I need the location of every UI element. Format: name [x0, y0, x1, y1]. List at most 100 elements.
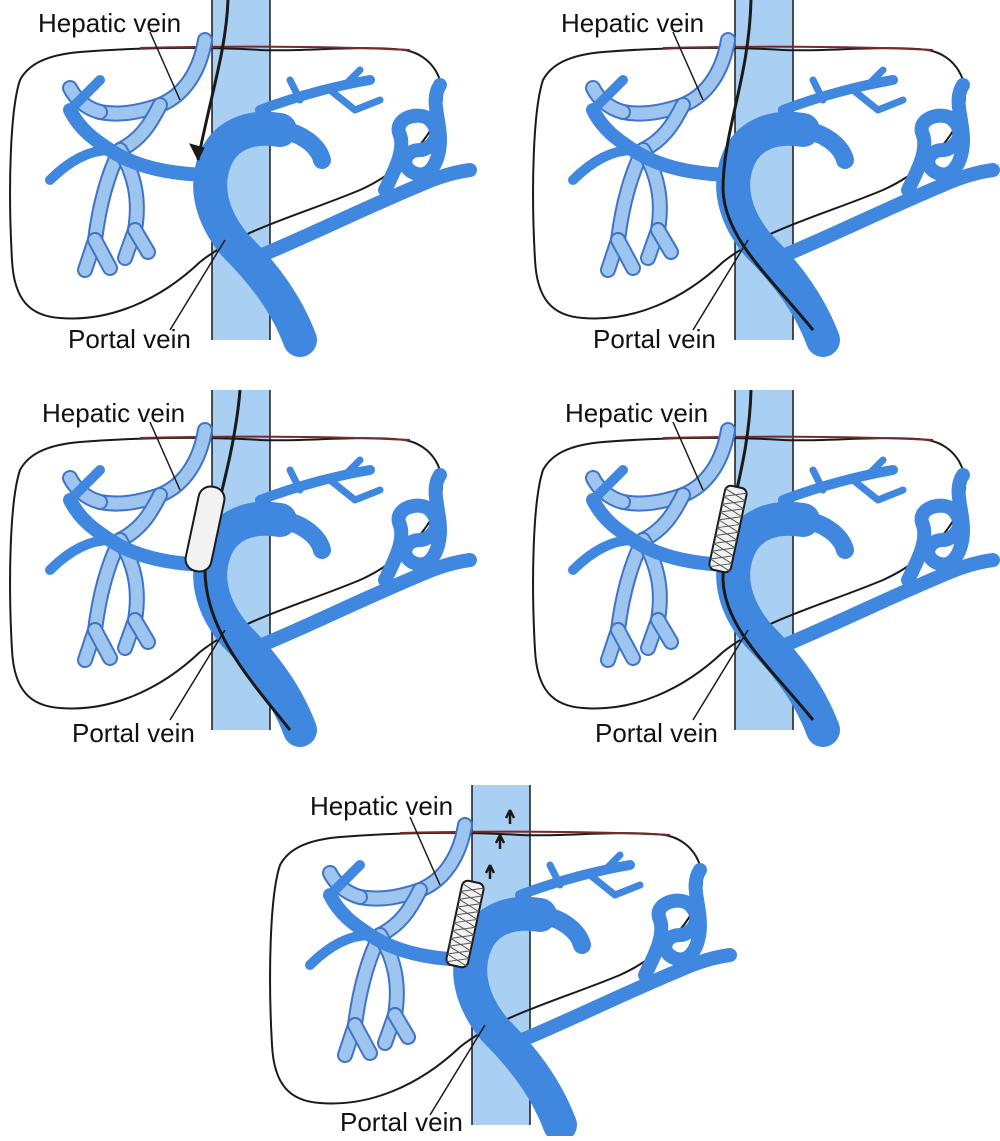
portal-vein-leader-line [169, 629, 226, 721]
splenic-vein [766, 553, 1000, 657]
portal-vein-twig [45, 535, 115, 575]
liver-top-edge [399, 830, 671, 836]
hepatic-vein-label: Hepatic vein [561, 8, 705, 38]
hepatic-vein-label: Hepatic vein [310, 791, 454, 821]
portal-vein-right-branch [794, 121, 854, 169]
portal-vein-trunk [193, 501, 317, 747]
portal-vein-right-branch [271, 121, 331, 169]
stent [708, 484, 748, 574]
guidewire-arrowhead [189, 143, 205, 162]
hepatic-vein-leader-line [672, 31, 704, 101]
hepatic-vein-leader-line [149, 31, 181, 101]
portal-vein-trunk [193, 111, 317, 357]
gastric-varices [378, 78, 447, 197]
panel-step-5: Hepatic vein Portal vein [260, 785, 760, 1141]
panel-step-1: Hepatic vein Portal vein [0, 0, 500, 370]
gastric-varices [638, 863, 707, 982]
portal-vein-twig [65, 465, 105, 505]
portal-vein-trunk [716, 501, 840, 747]
portal-vein-label: Portal vein [72, 718, 195, 748]
stent [445, 879, 485, 969]
portal-vein-leader-line [429, 1024, 486, 1116]
portal-vein-upper-branch [515, 860, 635, 900]
hepatic-vein-branch [349, 1019, 376, 1059]
liver-illustration [269, 785, 737, 1141]
hepatic-vein-branch [89, 144, 126, 246]
portal-vein-leader-line [692, 629, 749, 721]
portal-vein-twig [305, 930, 375, 970]
portal-vein-twig [809, 456, 907, 504]
portal-vein-twig [65, 75, 105, 115]
portal-vein-leader-line [169, 239, 226, 331]
hepatic-vein-branch [612, 144, 649, 246]
flow-arrow [484, 864, 496, 879]
hepatic-vein-branch [652, 224, 677, 258]
splenic-vein [766, 163, 1000, 267]
portal-vein-right-branch [531, 906, 591, 954]
portal-vein-twig [588, 75, 628, 115]
panel-step-4: Hepatic vein Portal vein [523, 389, 1000, 760]
hepatic-vein-branch [129, 224, 154, 258]
guidewire [203, 569, 292, 731]
balloon-catheter [184, 485, 226, 573]
hepatic-vein-branch [612, 624, 639, 664]
portal-vein-trunk [716, 111, 840, 357]
hepatic-vein-branch [612, 534, 649, 636]
portal-vein-right-branch [271, 511, 331, 559]
portal-vein-twig [286, 456, 384, 504]
liver-top-edge [139, 45, 411, 51]
panel-step-3: Hepatic vein Portal vein [0, 389, 500, 760]
liver-top-edge [139, 435, 411, 441]
portal-vein-upper-branch [778, 75, 898, 115]
hepatic-vein-branch [89, 534, 126, 636]
portal-vein-right-branch [794, 511, 854, 559]
liver-top-edge [662, 45, 934, 51]
hepatic-vein-branch [89, 234, 116, 274]
hepatic-vein-label: Hepatic vein [38, 8, 182, 38]
portal-vein-twig [325, 860, 365, 900]
portal-vein-label: Portal vein [340, 1107, 463, 1137]
hepatic-vein-branch [389, 1009, 414, 1043]
portal-vein-upper-branch [778, 465, 898, 505]
hepatic-vein-branch [612, 234, 639, 274]
guidewire [196, 0, 230, 161]
splenic-vein [243, 553, 477, 657]
hepatic-vein-label: Hepatic vein [565, 398, 709, 428]
portal-vein-twig [568, 145, 638, 185]
portal-vein-label: Portal vein [595, 718, 718, 748]
hepatic-vein-branch [89, 624, 116, 664]
guidewire [721, 389, 815, 721]
portal-vein-twig [809, 66, 907, 114]
panel-step-2: Hepatic vein Portal vein [523, 0, 1000, 370]
portal-vein-trunk [453, 896, 577, 1141]
portal-vein-upper-branch [255, 465, 375, 505]
hepatic-vein-leader-line [409, 816, 441, 886]
hepatic-vein-label: Hepatic vein [42, 398, 186, 428]
gastric-varices [901, 468, 970, 587]
portal-vein-label: Portal vein [68, 324, 191, 354]
hepatic-vein-branch [349, 929, 386, 1031]
portal-vein-label: Portal vein [593, 324, 716, 354]
portal-vein-twig [568, 535, 638, 575]
liver-illustration [532, 0, 1000, 357]
portal-vein-twig [588, 465, 628, 505]
gastric-varices [901, 78, 970, 197]
portal-vein-twig [286, 66, 384, 114]
portal-vein-leader-line [692, 239, 749, 331]
portal-vein-upper-branch [255, 75, 375, 115]
flow-arrow [504, 809, 516, 824]
portal-vein-twig [45, 145, 115, 185]
hepatic-vein-leader-line [672, 421, 704, 491]
liver-illustration [9, 0, 477, 357]
hepatic-vein-branch [652, 614, 677, 648]
splenic-vein [503, 948, 737, 1052]
hepatic-vein-branch [129, 614, 154, 648]
liver-illustration [9, 389, 477, 747]
guidewire [721, 0, 815, 331]
hepatic-vein-leader-line [149, 421, 181, 491]
liver-illustration [532, 389, 1000, 747]
gastric-varices [378, 468, 447, 587]
liver-top-edge [662, 435, 934, 441]
splenic-vein [243, 163, 477, 267]
